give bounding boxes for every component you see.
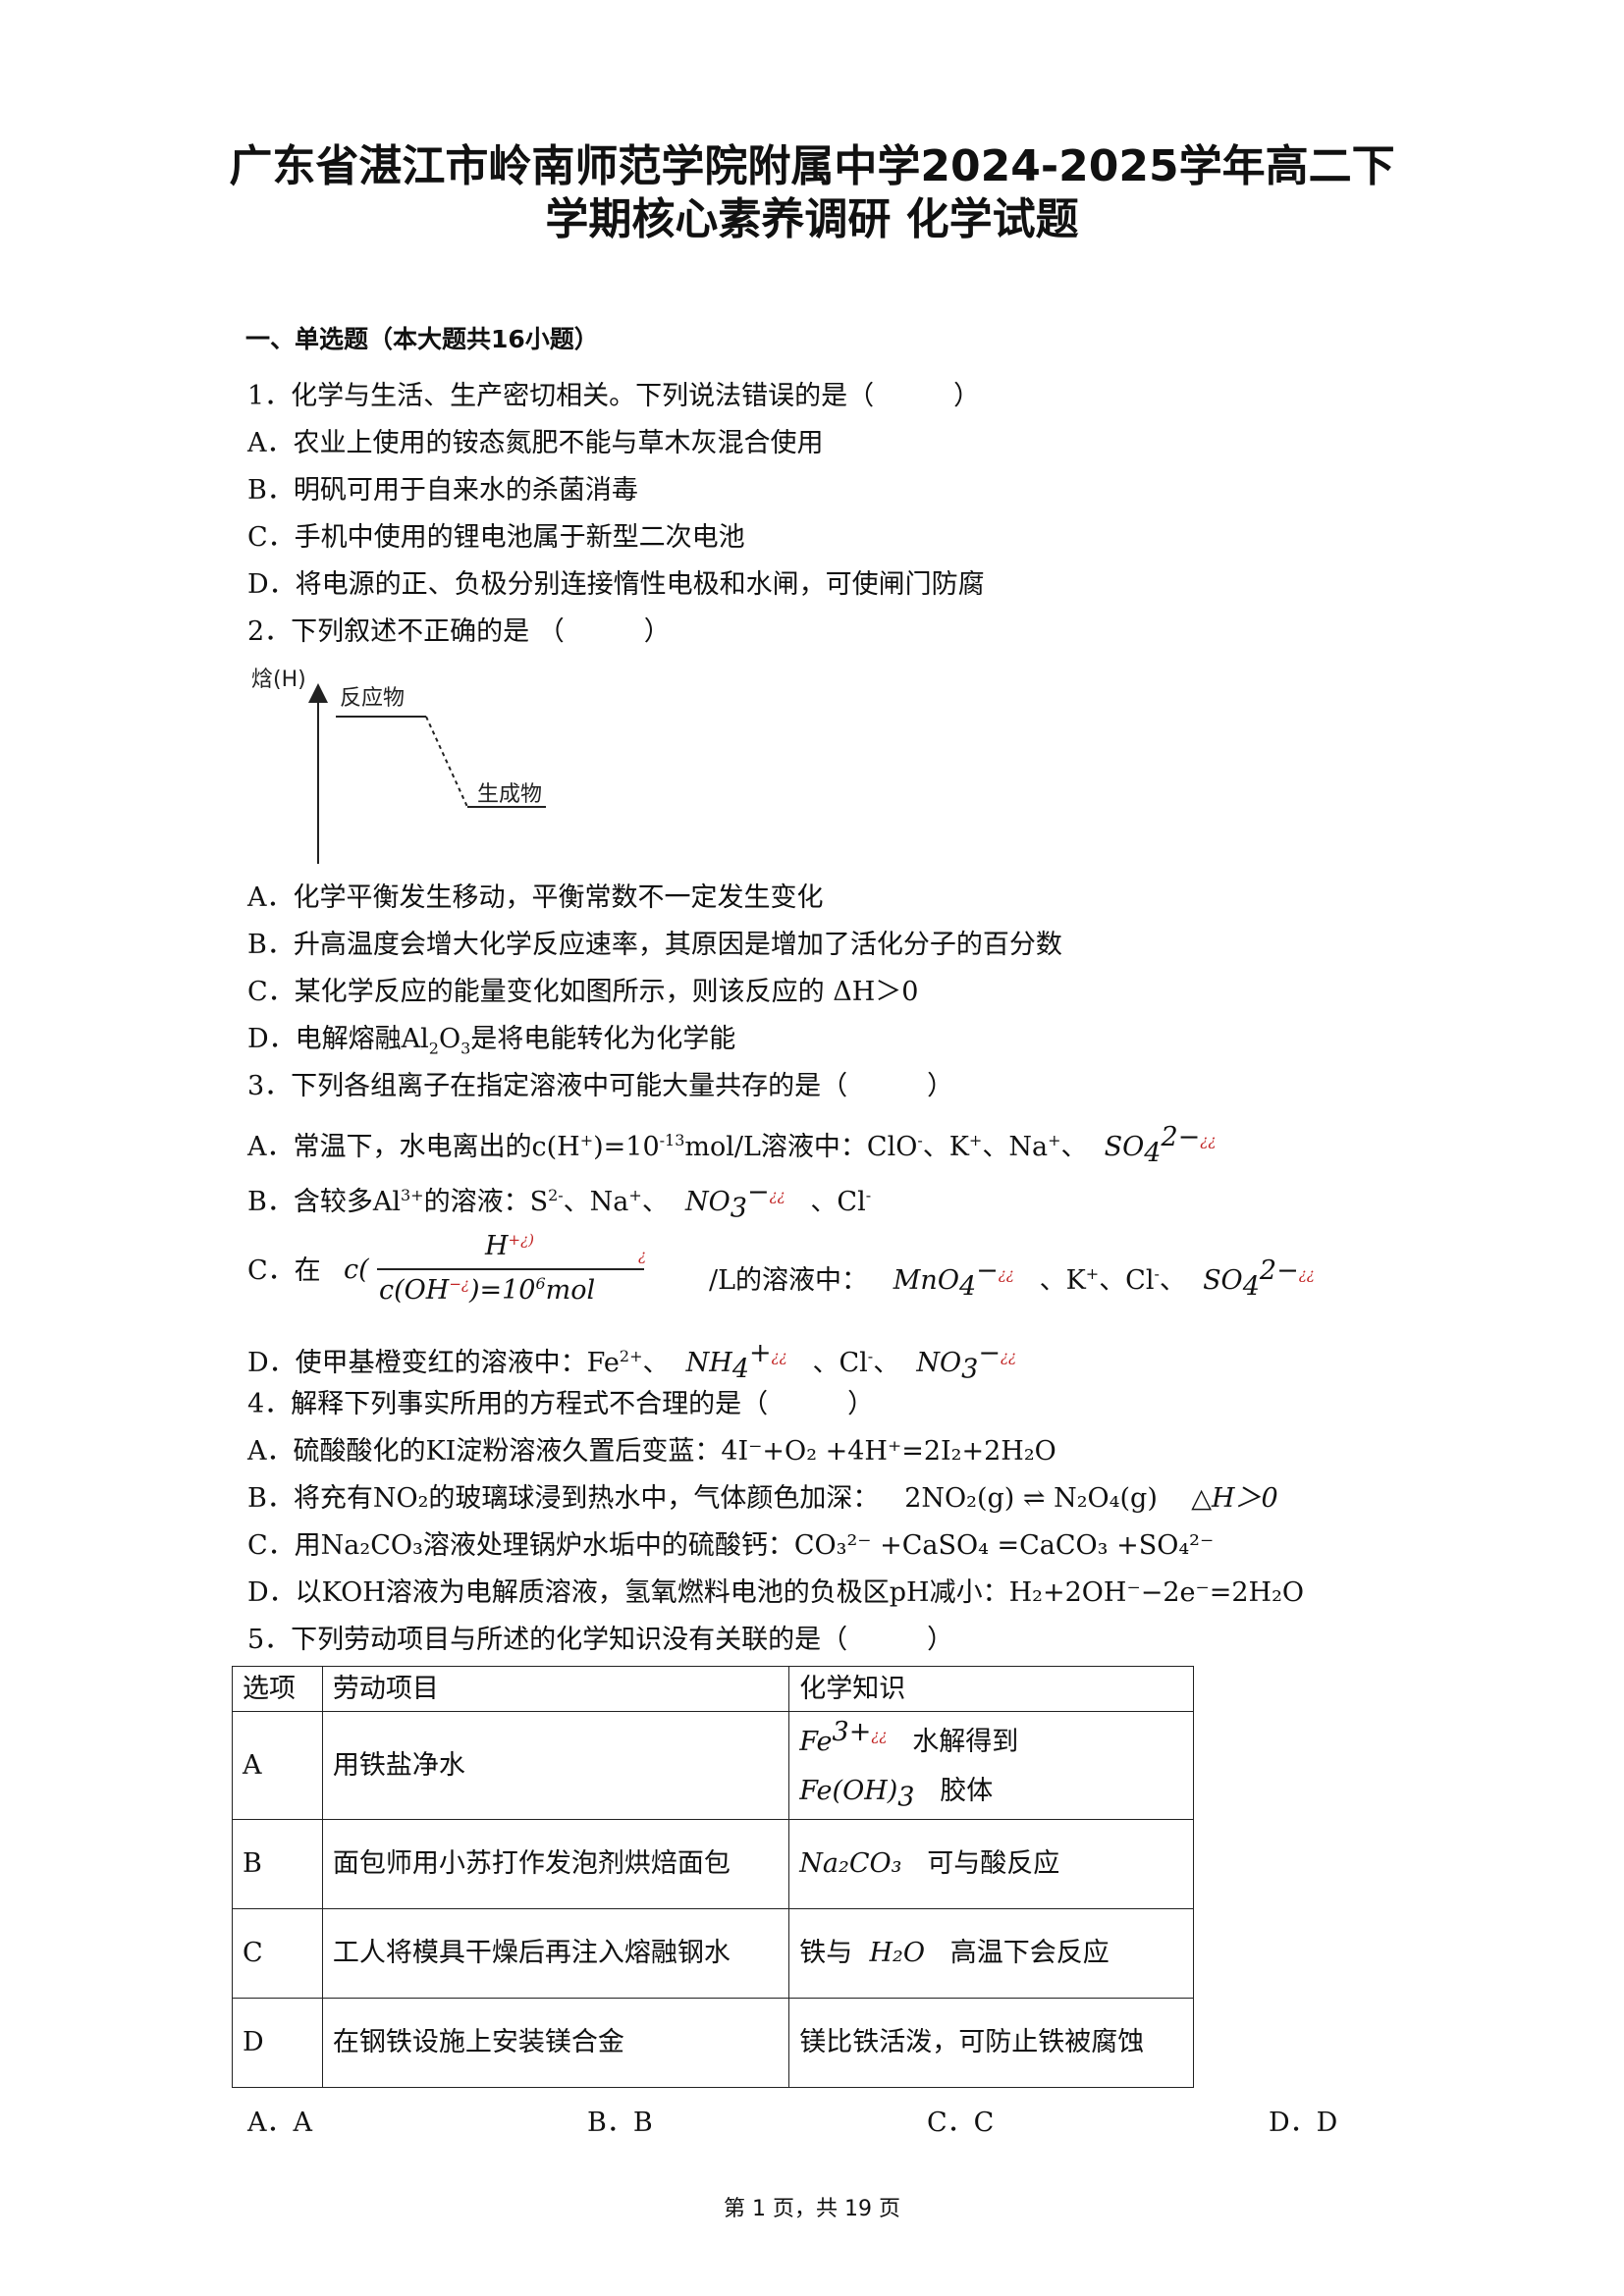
q5-choice-d: D．D	[1269, 2108, 1338, 2138]
row-knowledge: 镁比铁活泼，可防止铁被腐蚀	[788, 1998, 1194, 2088]
transition-line	[425, 716, 468, 808]
row-option: C	[232, 1908, 323, 1999]
q5-stem: 5．下列劳动项目与所述的化学知识没有关联的是（ ）	[247, 1625, 954, 1655]
q1-option-b: B．明矾可用于自来水的杀菌消毒	[247, 475, 638, 506]
q3-fraction: c( H+¿) c(OH−¿)=106mol ¿	[344, 1231, 647, 1306]
q4-option-b: B．将充有NO₂的玻璃球浸到热水中，气体颜色加深： 2NO₂(g) ⇌ N₂O₄…	[247, 1483, 1278, 1514]
q2-option-a: A．化学平衡发生移动，平衡常数不一定发生变化	[247, 882, 824, 913]
row-knowledge: Fe3+¿¿ 水解得到 Fe(OH)3 胶体	[788, 1711, 1194, 1820]
y-axis-label: 焓(H)	[251, 667, 306, 692]
row-task: 工人将模具干燥后再注入熔融钢水	[321, 1908, 790, 1999]
enthalpy-diagram: 焓(H) 反应物 生成物	[251, 667, 546, 864]
q1-option-c: C．手机中使用的锂电池属于新型二次电池	[247, 522, 745, 553]
q4-option-a: A．硫酸酸化的KI淀粉溶液久置后变蓝：4I⁻+O₂ +4H⁺=2I₂+2H₂O	[247, 1436, 1056, 1467]
header-cell: 劳动项目	[321, 1666, 790, 1712]
q5-choice-c: C．C	[927, 2108, 995, 2138]
q1-option-d: D．将电源的正、负极分别连接惰性电极和水闸，可使闸门防腐	[247, 569, 985, 600]
table-row: B 面包师用小苏打作发泡剂烘焙面包 Na₂CO₃ 可与酸反应	[232, 1819, 1194, 1909]
row-task: 面包师用小苏打作发泡剂烘焙面包	[321, 1819, 790, 1909]
page-title-line2: 学期核心素养调研 化学试题	[545, 194, 1079, 244]
row-task: 在钢铁设施上安装镁合金	[321, 1998, 790, 2088]
q2-stem: 2．下列叙述不正确的是 （ ）	[247, 616, 671, 647]
page-title-line1: 广东省湛江市岭南师范学院附属中学2024-2025学年高二下	[229, 141, 1395, 191]
q1-stem: 1．化学与生活、生产密切相关。下列说法错误的是（ ）	[247, 381, 981, 411]
row-option: B	[232, 1819, 323, 1909]
q3-option-c-rest: /L的溶液中： MnO4−¿¿ 、K+、Cl-、 SO42−¿¿	[709, 1255, 1315, 1303]
table-row: D 在钢铁设施上安装镁合金 镁比铁活泼，可防止铁被腐蚀	[232, 1998, 1194, 2088]
q3-option-c-label: C．在	[247, 1255, 321, 1286]
header-cell: 化学知识	[788, 1666, 1194, 1712]
row-option: A	[232, 1711, 323, 1820]
q2-option-d: D．电解熔融Al2O3是将电能转化为化学能	[247, 1024, 736, 1058]
q5-table: 选项 劳动项目 化学知识 A 用铁盐净水 Fe3+¿¿ 水解得到 Fe(OH)3…	[232, 1666, 1194, 2088]
row-knowledge: Na₂CO₃ 可与酸反应	[788, 1819, 1194, 1909]
reactant-label: 反应物	[340, 686, 405, 711]
section-heading: 一、单选题（本大题共16小题）	[245, 325, 599, 353]
q3-stem: 3．下列各组离子在指定溶液中可能大量共存的是（ ）	[247, 1071, 954, 1101]
row-option: D	[232, 1998, 323, 2088]
q4-option-c: C．用Na₂CO₃溶液处理锅炉水垢中的硫酸钙：CO₃²⁻ +CaSO₄ =CaC…	[247, 1530, 1215, 1561]
q4-stem: 4．解释下列事实所用的方程式不合理的是（ ）	[247, 1389, 875, 1419]
table-row: A 用铁盐净水 Fe3+¿¿ 水解得到 Fe(OH)3 胶体	[232, 1711, 1194, 1820]
header-cell: 选项	[232, 1666, 323, 1712]
row-task: 用铁盐净水	[321, 1711, 790, 1820]
q3-option-d: D．使甲基橙变红的溶液中：Fe2+、 NH4+¿¿ 、Cl-、 NO3−¿¿	[247, 1338, 1017, 1385]
q5-choice-a: A．A	[247, 2108, 312, 2138]
product-label: 生成物	[477, 782, 542, 807]
q2-option-c: C．某化学反应的能量变化如图所示，则该反应的 ΔH＞0	[247, 977, 919, 1007]
q5-choice-b: B．B	[587, 2108, 653, 2138]
q2-option-b: B．升高温度会增大化学反应速率，其原因是增加了活化分子的百分数	[247, 930, 1062, 960]
q3-option-b: B．含较多Al3+的溶液：S2-、Na+、 NO3−¿¿ 、Cl-	[247, 1177, 872, 1224]
row-knowledge: 铁与 H₂O 高温下会反应	[788, 1908, 1194, 1999]
table-header-row: 选项 劳动项目 化学知识	[232, 1666, 1194, 1712]
page-footer: 第 1 页，共 19 页	[724, 2197, 900, 2221]
table-row: C 工人将模具干燥后再注入熔融钢水 铁与 H₂O 高温下会反应	[232, 1908, 1194, 1999]
q3-option-a: A．常温下，水电离出的c(H+)=10-13mol/L溶液中：ClO-、K+、N…	[247, 1122, 1217, 1169]
q4-option-d: D．以KOH溶液为电解质溶液，氢氧燃料电池的负极区pH减小：H₂+2OH⁻−2e…	[247, 1577, 1305, 1608]
q1-option-a: A．农业上使用的铵态氮肥不能与草木灰混合使用	[247, 428, 824, 458]
